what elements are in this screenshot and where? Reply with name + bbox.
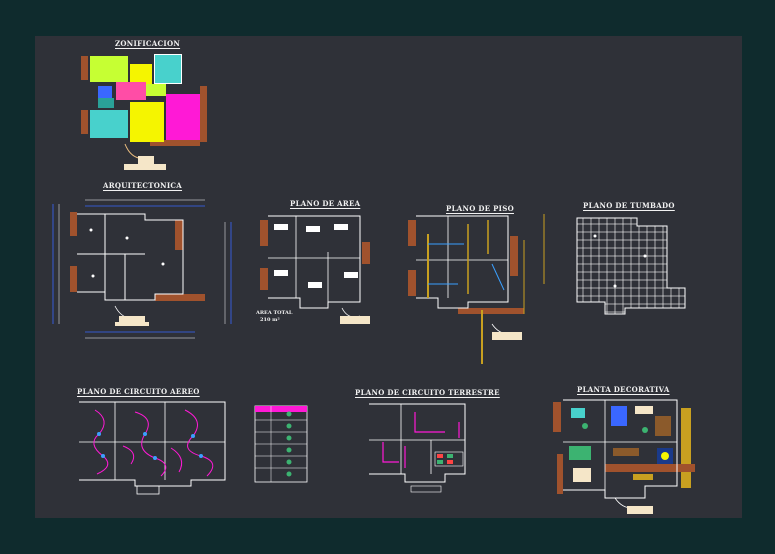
decorative-plan	[553, 399, 695, 514]
area-total-value: 210 m²	[260, 317, 280, 323]
zone-pink	[116, 82, 146, 100]
zone-teal-small	[98, 98, 114, 108]
title-plano-piso: PLANO DE PISO	[446, 204, 514, 213]
zone-yellow	[130, 64, 152, 84]
zoning-plan	[80, 54, 210, 179]
zone-yellow-mid	[130, 102, 164, 142]
ceiling-plan	[576, 217, 686, 315]
aerial-circuit-plan	[79, 401, 308, 495]
title-zonificacion: ZONIFICACION	[115, 39, 181, 48]
zoning-walls	[81, 56, 207, 170]
zone-green-mid	[146, 84, 166, 96]
area-total-label: AREA TOTAL	[256, 310, 293, 316]
floor-plan	[408, 214, 545, 364]
cad-drawing-canvas[interactable]: ZONIFICACION ARQUITECTONICA	[35, 36, 742, 518]
title-plano-circuito-terrestre: PLANO DE CIRCUITO TERRESTRE	[355, 388, 500, 397]
zone-cyan-bottom	[90, 110, 128, 138]
title-plano-area: PLANO DE AREA	[290, 199, 361, 208]
zone-green	[90, 56, 128, 82]
title-plano-circuito-aereo: PLANO DE CIRCUITO AEREO	[77, 387, 200, 396]
title-planta-decorativa: PLANTA DECORATIVA	[577, 385, 670, 394]
area-plan	[260, 215, 370, 324]
zone-blue-small	[98, 86, 112, 98]
zone-cyan-top	[154, 54, 182, 84]
ground-circuit-plan	[369, 403, 466, 493]
title-arquitectonica: ARQUITECTONICA	[103, 181, 183, 190]
title-plano-tumbado: PLANO DE TUMBADO	[583, 201, 675, 210]
zone-magenta	[166, 94, 200, 140]
architectural-plan	[52, 199, 232, 339]
